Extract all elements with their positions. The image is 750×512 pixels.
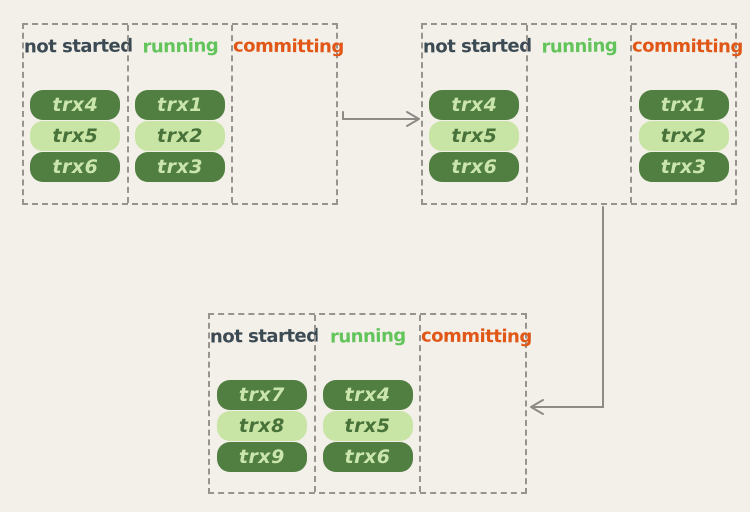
trx-pill: trx4 — [30, 90, 121, 120]
arrow-state1-to-state2 — [342, 111, 420, 127]
column-label-committing: committing — [632, 35, 744, 58]
trx-pill: trx5 — [322, 411, 413, 441]
state-panel-2: not started trx4 trx5 trx6 running commi… — [421, 23, 744, 205]
column-label-committing: committing — [233, 35, 345, 58]
trx-pill: trx6 — [429, 152, 520, 182]
pill-stack: trx4 trx5 trx6 — [429, 90, 520, 182]
column-label-not-started: not started — [209, 325, 319, 348]
column-label-not-started: not started — [23, 35, 133, 58]
trx-pill: trx9 — [216, 442, 307, 472]
column-label-running: running — [329, 325, 406, 348]
column-committing: committing — [419, 315, 533, 492]
state-panel-3: not started trx7 trx8 trx9 running trx4 … — [208, 313, 533, 494]
state-panel-1: not started trx4 trx5 trx6 running trx1 … — [22, 23, 345, 205]
column-label-running: running — [540, 35, 618, 58]
column-label-committing: committing — [421, 325, 533, 348]
column-committing: committing trx1 trx2 trx3 — [630, 25, 744, 203]
trx-pill: trx3 — [135, 152, 225, 182]
column-not-started: not started trx4 trx5 trx6 — [422, 25, 532, 203]
column-committing: committing — [231, 25, 345, 203]
trx-pill: trx3 — [638, 152, 729, 182]
column-label-not-started: not started — [422, 35, 532, 58]
column-running: running — [525, 25, 631, 203]
trx-pill: trx5 — [30, 121, 121, 151]
column-label-running: running — [141, 35, 219, 58]
trx-pill: trx6 — [30, 152, 121, 182]
column-running: running trx1 trx2 trx3 — [126, 25, 232, 203]
pill-stack: trx1 trx2 trx3 — [135, 90, 225, 182]
trx-pill: trx2 — [638, 121, 729, 151]
trx-pill: trx1 — [638, 90, 729, 120]
pill-stack: trx1 trx2 trx3 — [638, 90, 729, 182]
arrow-state2-to-state3 — [530, 206, 604, 415]
trx-pill: trx1 — [135, 90, 225, 120]
pill-stack: trx4 trx5 trx6 — [30, 90, 121, 182]
trx-pill: trx7 — [216, 380, 307, 410]
trx-pill: trx6 — [322, 442, 413, 472]
trx-pill: trx5 — [429, 121, 520, 151]
column-not-started: not started trx7 trx8 trx9 — [209, 315, 319, 492]
trx-pill: trx2 — [135, 121, 225, 151]
pill-stack: trx7 trx8 trx9 — [216, 380, 307, 472]
trx-pill: trx4 — [322, 380, 413, 410]
column-running: running trx4 trx5 trx6 — [313, 315, 420, 492]
trx-pill: trx4 — [429, 90, 520, 120]
column-not-started: not started trx4 trx5 trx6 — [23, 25, 133, 203]
pill-stack: trx4 trx5 trx6 — [322, 380, 413, 472]
trx-pill: trx8 — [216, 411, 307, 441]
